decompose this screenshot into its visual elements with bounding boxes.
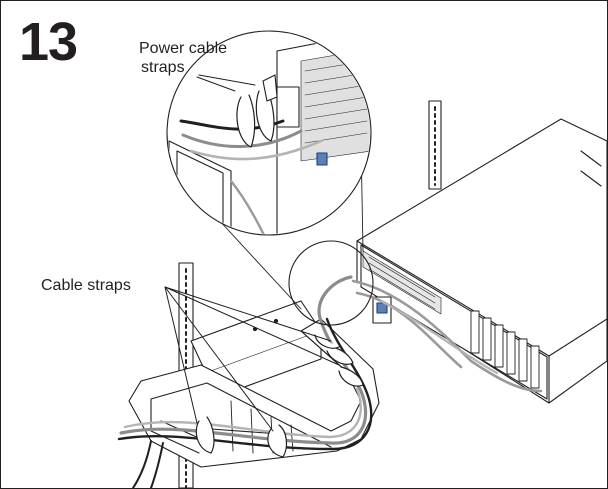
detail-circle-small [288,240,374,326]
power-cable-straps-label: Power cable straps [139,39,227,77]
power-cable-straps-line2: straps [141,59,185,76]
rack-post-rear [428,100,442,190]
cable-straps-label: Cable straps [41,277,131,294]
server-chassis [356,118,607,404]
cable-strap-marks [195,334,364,458]
cable-strap-leaders [164,286,340,432]
power-cable-straps-line1: Power cable [139,40,228,57]
step-number: 13 [19,12,78,72]
